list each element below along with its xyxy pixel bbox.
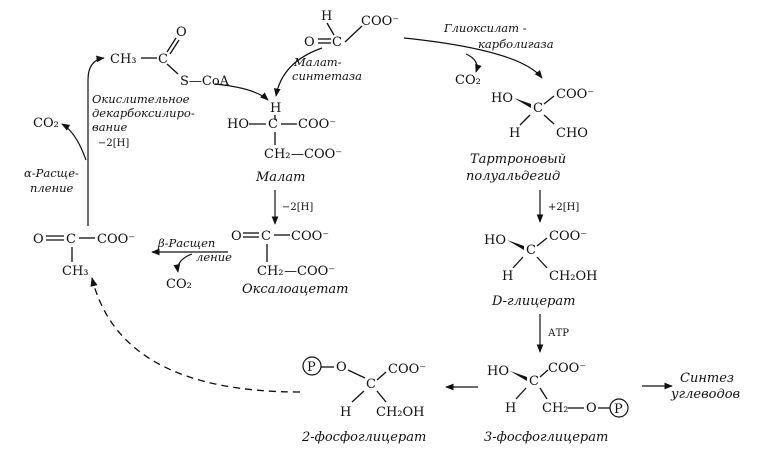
- glyoxylate-coo: COO⁻: [361, 14, 399, 29]
- malate-coo2: —COO⁻: [291, 147, 342, 162]
- alpha-cleavage-label-2: пление: [30, 181, 74, 195]
- arrow-acetylcoa-to-malate: [214, 83, 269, 101]
- pyruvate-c: C: [66, 232, 76, 247]
- glyoxylate: H C COO⁻ O: [304, 9, 399, 50]
- 2-phosphoglycerate: P O C COO⁻ H CH₂OH 2-фосфоглицерат: [301, 356, 426, 445]
- pg2-p: P: [307, 360, 316, 375]
- arrow-pyruvate-to-acetylcoa: [87, 55, 105, 226]
- oxaloacetate: O C COO⁻ CH₂ —COO⁻ Оксалоацетат: [231, 229, 348, 297]
- tartronic-name-1: Тартроновый: [470, 152, 566, 167]
- oxaloacetate-o: O: [231, 229, 242, 244]
- pg3-h: H: [505, 401, 516, 416]
- pyruvate-o: O: [33, 232, 44, 247]
- 3-phosphoglycerate: HO C COO⁻ H CH₂ O P 3-фосфоглицерат: [484, 361, 629, 445]
- oxidative-decarboxylation-label-2: декарбоксилиро-: [92, 106, 195, 120]
- pg3-ch2: CH₂: [542, 401, 569, 416]
- minus2h-label-a: −2[H]: [98, 138, 129, 149]
- glycerate-ch2oh: CH₂OH: [549, 269, 598, 284]
- malate-c: C: [268, 117, 278, 132]
- pg2-name: 2-фосфоглицерат: [301, 430, 426, 445]
- malate-synthase-label-2: синтетаза: [292, 69, 362, 83]
- pg3-ho: HO: [487, 364, 509, 379]
- glyoxylate-c: C: [332, 35, 342, 50]
- co2-label-a: CO₂: [33, 116, 59, 131]
- oxaloacetate-coo1: COO⁻: [291, 229, 329, 244]
- oxaloacetate-ch2: CH₂: [257, 264, 284, 279]
- oxaloacetate-name: Оксалоацетат: [242, 282, 348, 297]
- glyoxylate-o: O: [304, 35, 315, 50]
- malate-coo1: COO⁻: [298, 117, 336, 132]
- pg3-p: P: [614, 402, 623, 417]
- minus2h-label-b: −2[H]: [282, 202, 313, 213]
- pyruvate-coo: COO⁻: [97, 232, 135, 247]
- beta-cleavage-label-1: β-Расщеп: [157, 236, 215, 250]
- arrow-glyoxylate-to-malate: [274, 47, 323, 97]
- glyoxylate-h: H: [321, 9, 332, 24]
- malate: H HO C COO⁻ CH₂ —COO⁻ Малат: [227, 101, 342, 185]
- pg2-coo: COO⁻: [388, 362, 426, 377]
- carbohydrate-synthesis-label-1: Синтез: [680, 371, 734, 386]
- d-glycerate: HO C COO⁻ H CH₂OH D-глицерат: [484, 229, 598, 309]
- pg3-name: 3-фосфоглицерат: [484, 430, 608, 445]
- malate-synthase-label-1: Малат-: [293, 55, 342, 69]
- oxidative-decarboxylation-label-3: вание: [92, 120, 128, 134]
- acetyl-coa-c: C: [158, 52, 168, 67]
- malate-h: H: [270, 101, 281, 116]
- malate-name: Малат: [255, 170, 305, 185]
- tartronic-ho: HO: [491, 91, 513, 106]
- pg3-c: C: [529, 374, 539, 389]
- malate-ch2: CH₂: [264, 147, 291, 162]
- tartronic-cho: CHO: [556, 126, 588, 141]
- glycerate-coo: COO⁻: [549, 229, 587, 244]
- glycerate-name: D-глицерат: [491, 294, 575, 309]
- acetyl-coa-o: O: [176, 25, 187, 40]
- tartronic-semialdehyde: HO C COO⁻ H CHO Тартроновый полуальдегид: [466, 87, 594, 184]
- glycerate-c: C: [526, 243, 536, 258]
- pg2-h: H: [340, 405, 351, 420]
- beta-cleavage-label-2: ление: [196, 250, 232, 264]
- oxidative-decarboxylation-label-1: Окислительное: [92, 92, 190, 106]
- glyoxylate-carboligase-label-2: карболигаза: [478, 37, 554, 51]
- dashed-arrow-2pg-to-pyruvate: [90, 277, 301, 393]
- tartronic-name-2: полуальдегид: [466, 169, 560, 184]
- co2-label-c: CO₂: [166, 277, 192, 292]
- alpha-cleavage-label-1: α-Расще-: [24, 166, 79, 180]
- glyoxylate-carboligase-label-1: Глиоксилат -: [443, 21, 527, 35]
- pg3-o: O: [586, 401, 597, 416]
- malate-ho: HO: [227, 117, 249, 132]
- co2-label-b: CO₂: [455, 73, 481, 88]
- pg2-o: O: [336, 360, 347, 375]
- atp-label: АТР: [548, 328, 569, 339]
- acetyl-coa-scoa: S—CoA: [180, 74, 230, 89]
- pg2-c: C: [366, 377, 376, 392]
- pyruvate: O C COO⁻ CH₃: [33, 232, 135, 279]
- pyruvate-ch3: CH₃: [62, 264, 89, 279]
- acetyl-coa: CH₃ C O S—CoA: [110, 25, 230, 89]
- tartronic-c: C: [533, 101, 543, 116]
- carbohydrate-synthesis-label-2: углеводов: [670, 387, 740, 402]
- oxaloacetate-coo2: —COO⁻: [284, 264, 335, 279]
- arrow-glyoxylate-to-tartronic: [403, 37, 543, 79]
- glycerate-ho: HO: [484, 233, 506, 248]
- arrow-co2-carboligase: [465, 53, 482, 73]
- tartronic-h: H: [509, 126, 520, 141]
- oxaloacetate-c: C: [261, 229, 271, 244]
- arrow-co2-beta: [173, 253, 193, 273]
- pg2-ch2oh: CH₂OH: [376, 405, 425, 420]
- pg3-coo: COO⁻: [548, 361, 586, 376]
- tartronic-coo: COO⁻: [556, 87, 594, 102]
- arrow-co2-alpha: [61, 123, 87, 161]
- acetyl-coa-ch3: CH₃: [110, 52, 137, 67]
- glycerate-h: H: [502, 269, 513, 284]
- plus2h-label: +2[H]: [548, 202, 579, 213]
